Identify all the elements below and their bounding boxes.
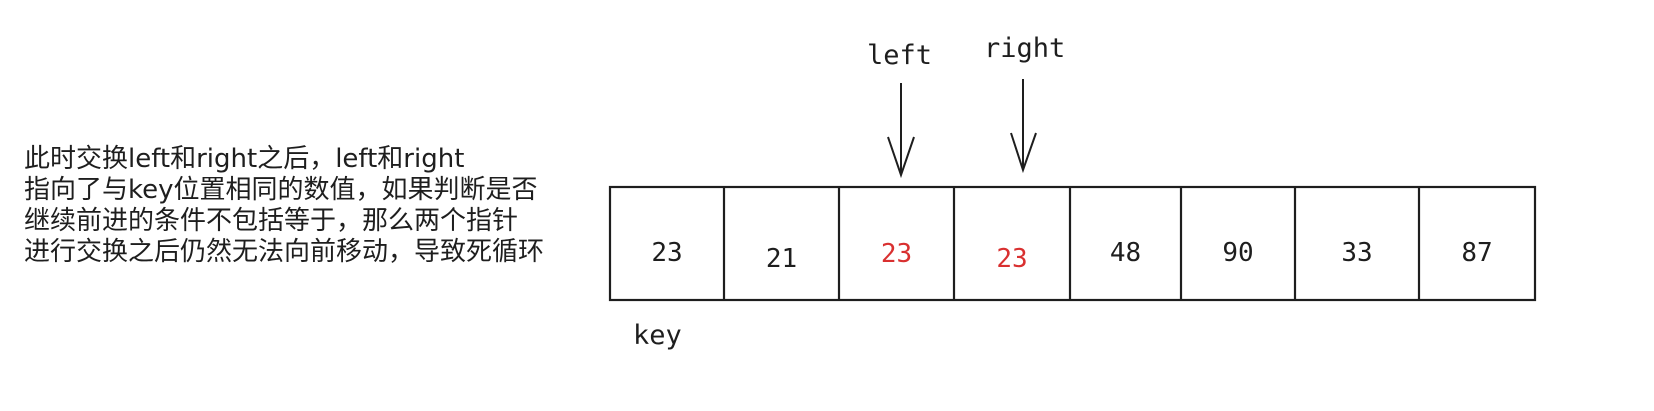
explanation-text: 此时交换left和right之后，left和right 指向了与key位置相同的… (24, 144, 604, 268)
array-cell-value-2: 23 (881, 239, 912, 269)
explanation-line-3: 继续前进的条件不包括等于，那么两个指针 (24, 206, 519, 236)
right-pointer-label: right (984, 33, 1066, 64)
key-label: key (633, 320, 682, 351)
array-cell-value-0: 23 (651, 238, 682, 268)
explanation-line-4: 进行交换之后仍然无法向前移动，导致死循环 (24, 237, 545, 267)
pointer-arrows (887, 79, 1037, 179)
array-cell-value-5: 90 (1222, 238, 1253, 268)
array-cells: 23 21 23 23 48 90 33 87 (608, 185, 1537, 302)
array-cell-value-7: 87 (1461, 238, 1492, 268)
right-arrow-head (1010, 132, 1037, 174)
array-cell-value-6: 33 (1341, 238, 1372, 268)
array-cell-value-4: 48 (1110, 238, 1141, 268)
array-cell-value-3: 23 (996, 244, 1027, 274)
explanation-line-2: 指向了与key位置相同的数值，如果判断是否 (24, 175, 538, 205)
array-cell-value-1: 21 (766, 244, 797, 274)
left-arrow-head (887, 136, 915, 179)
left-pointer-label: left (867, 40, 933, 71)
explanation-line-1: 此时交换left和right之后，left和right (24, 144, 465, 174)
array-frame (608, 185, 1537, 302)
